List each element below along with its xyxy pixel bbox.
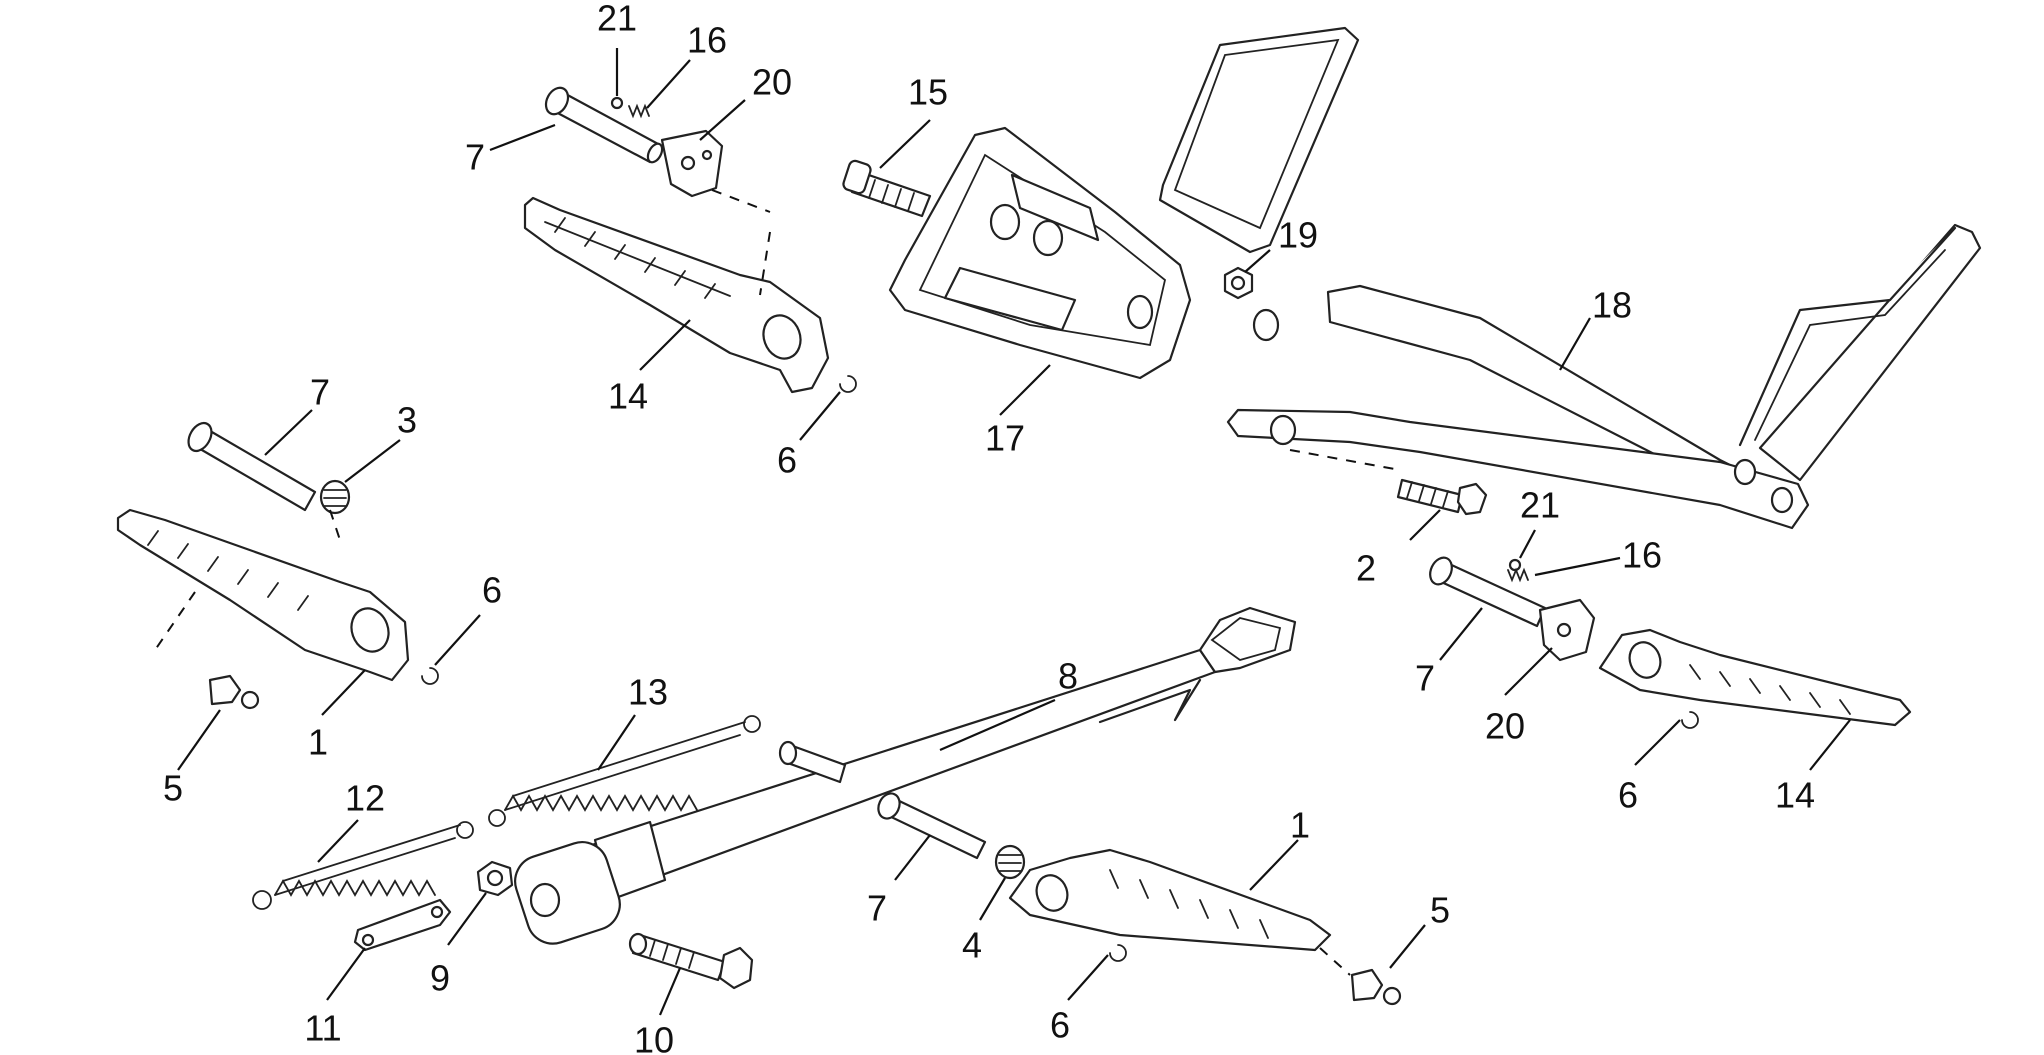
callout-17: 17 xyxy=(985,418,1025,459)
callout-19: 19 xyxy=(1278,215,1318,256)
callout-5-bottom: 5 xyxy=(1430,890,1450,931)
callout-3: 3 xyxy=(397,400,417,441)
callout-12: 12 xyxy=(345,778,385,819)
clip-6-top xyxy=(839,375,857,393)
callout-1-bottom: 1 xyxy=(1290,805,1310,846)
callout-7-top: 7 xyxy=(465,137,485,178)
link-plate-11 xyxy=(353,898,452,952)
callout-21-right: 21 xyxy=(1520,485,1560,526)
callout-2: 2 xyxy=(1356,548,1376,589)
lever-18 xyxy=(1226,223,1982,530)
callout-10: 10 xyxy=(634,1020,674,1055)
clip-6-bottom xyxy=(1109,944,1127,962)
callout-labels: 21 16 20 7 15 19 18 14 17 6 7 3 6 1 5 13… xyxy=(163,0,1815,1055)
callout-4: 4 xyxy=(962,925,982,966)
bracket-20-right xyxy=(1538,598,1596,662)
callout-5-left: 5 xyxy=(163,768,183,809)
callout-6-top: 6 xyxy=(777,440,797,481)
callout-14-top: 14 xyxy=(608,376,648,417)
bracket-20-top xyxy=(660,129,724,198)
footpeg-14-top xyxy=(523,196,830,394)
callout-9: 9 xyxy=(430,958,450,999)
callout-18: 18 xyxy=(1592,285,1632,326)
kickstand-8 xyxy=(514,606,1297,945)
pin-7-bottom xyxy=(877,792,987,860)
bushing-pin xyxy=(778,740,847,784)
pin-7-top xyxy=(544,86,664,164)
callout-16-top: 16 xyxy=(687,20,727,61)
callout-16-right: 16 xyxy=(1622,535,1662,576)
callout-14-right: 14 xyxy=(1775,775,1815,816)
callout-6-left: 6 xyxy=(482,570,502,611)
spring-4 xyxy=(994,844,1026,880)
alignment-dashed-line-4 xyxy=(1319,947,1351,976)
callout-1-left: 1 xyxy=(308,722,328,763)
callout-7-right: 7 xyxy=(1415,658,1435,699)
footpeg-14-right xyxy=(1598,628,1912,727)
spring-12 xyxy=(252,821,474,910)
screw-5-left xyxy=(208,674,260,710)
callout-6-bottom: 6 xyxy=(1050,1005,1070,1046)
alignment-dashed-line-3 xyxy=(154,509,341,651)
callout-7-bottom: 7 xyxy=(867,888,887,929)
spring-3 xyxy=(319,479,351,515)
pin-7-left xyxy=(187,421,317,512)
callout-6-right: 6 xyxy=(1618,775,1638,816)
spring-16-right xyxy=(1507,567,1529,583)
shifter-arm-diamond xyxy=(1158,26,1360,254)
bracket-plate-17 xyxy=(888,126,1192,380)
callout-20-right: 20 xyxy=(1485,706,1525,747)
leader-lines xyxy=(177,48,1851,1016)
alignment-dashed-line-2 xyxy=(1289,449,1401,471)
clip-6-left xyxy=(421,667,439,685)
bolt-15 xyxy=(842,159,932,218)
callout-11: 11 xyxy=(304,1008,341,1049)
bolt-2 xyxy=(1396,478,1488,516)
bolt-10 xyxy=(628,932,754,990)
ball-21-top xyxy=(610,96,624,110)
spring-13 xyxy=(488,715,761,827)
pin-7-right xyxy=(1429,556,1547,628)
callout-7-left: 7 xyxy=(310,372,330,413)
callout-15: 15 xyxy=(908,72,948,113)
callout-21-top: 21 xyxy=(597,0,637,39)
nut-9 xyxy=(476,860,514,897)
nut-19 xyxy=(1223,266,1254,300)
ball-21-right xyxy=(1508,558,1522,572)
callout-13: 13 xyxy=(628,672,668,713)
footpeg-1-left xyxy=(116,508,410,682)
footpeg-1-bottom xyxy=(1008,848,1332,952)
callout-20-top: 20 xyxy=(752,62,792,103)
spring-16-top xyxy=(628,103,650,119)
screw-5-bottom xyxy=(1350,968,1402,1006)
clip-6-right xyxy=(1681,711,1699,729)
callout-8: 8 xyxy=(1058,656,1078,697)
